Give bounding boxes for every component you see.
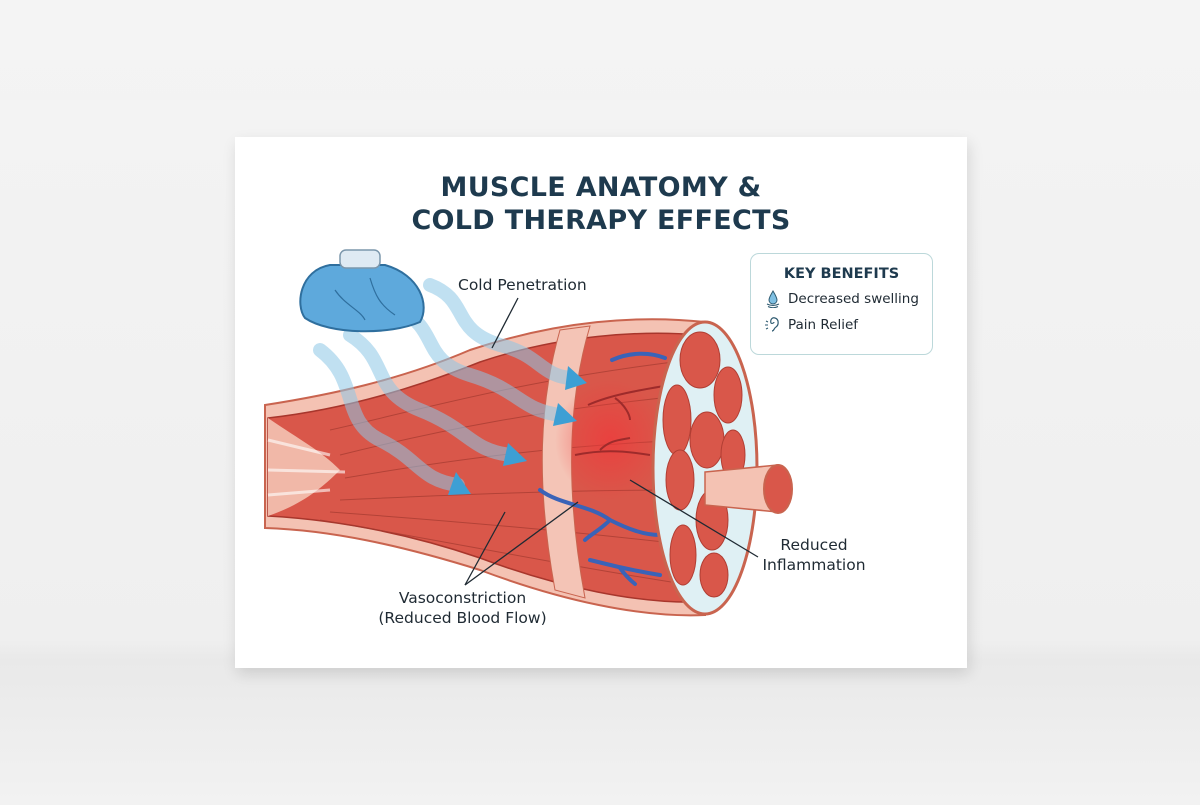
cold-arrows [313,278,577,492]
poster-title: MUSCLE ANATOMY & COLD THERAPY EFFECTS [411,172,791,236]
poster: MUSCLE ANATOMY & COLD THERAPY EFFECTS [235,137,967,668]
key-benefits-heading: KEY BENEFITS [783,266,900,282]
ear-nerve-icon [765,317,779,332]
arrowheads [448,366,587,495]
water-drop-icon [766,290,780,308]
veins [538,351,667,586]
muscle-illustration [264,249,793,617]
key-benefits-box: KEY BENEFITS Decreased swelling Pain Rel… [750,253,933,355]
label-cold-penetration: Cold Penetration [458,276,587,294]
label-reduced-inflammation: Reduced Inflammation [762,536,866,574]
ice-pack-icon [299,249,425,333]
benefit-item: Decreased swelling [765,290,932,308]
label-vasoconstriction: Vasoconstriction (Reduced Blood Flow) [378,589,547,627]
fascicles [662,331,746,598]
benefit-item: Pain Relief [765,316,932,334]
leader-lines [464,297,759,586]
